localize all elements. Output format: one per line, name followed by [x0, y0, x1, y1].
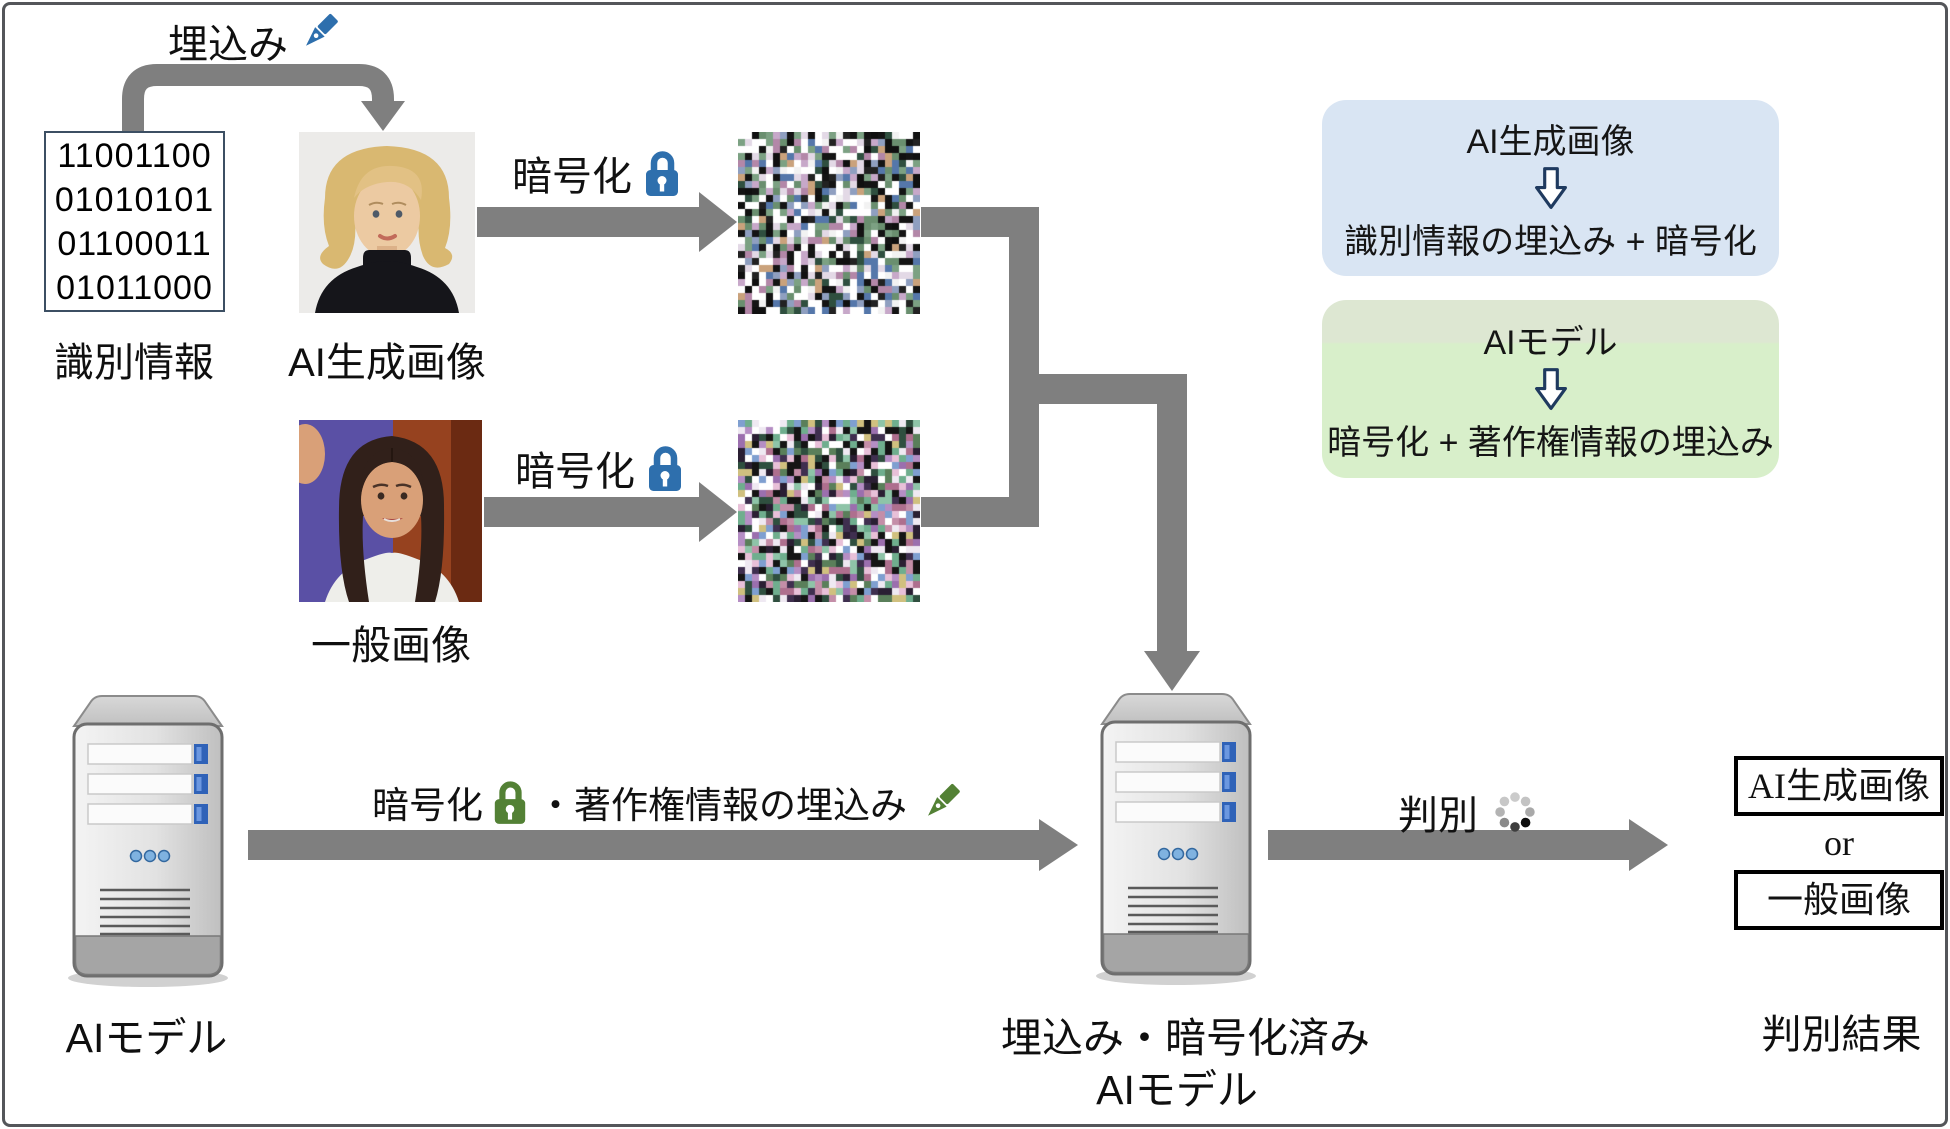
spinner-icon — [1490, 787, 1540, 837]
process-label: 暗号化 ・著作権情報の埋込み — [372, 776, 965, 828]
server-icon-ai-model — [62, 688, 234, 990]
ai-generated-photo — [299, 132, 475, 313]
embed-label: 埋込み — [168, 23, 288, 67]
judge-arrow — [1268, 819, 1668, 871]
id-info-box: 11001100 01010101 01100011 01011000 — [44, 131, 225, 312]
result-option-general-image: 一般画像 — [1734, 870, 1944, 930]
server-icon-embedded-model — [1090, 686, 1262, 988]
general-photo — [299, 420, 482, 602]
judge-label-text: 判別 — [1398, 794, 1478, 838]
judge-label: 判別 — [1398, 783, 1540, 841]
info-box-ai-model: AIモデル 暗号化 + 著作権情報の埋込み — [1322, 300, 1779, 478]
embedded-model-caption-line1: 埋込み・暗号化済み — [1001, 1015, 1370, 1061]
info-box-ai-image: AI生成画像 識別情報の埋込み + 暗号化 — [1322, 100, 1779, 276]
pen-icon-blue — [293, 4, 343, 60]
pen-icon-green — [915, 775, 965, 829]
lock-icon-blue — [645, 443, 685, 493]
encrypt-arrow-1 — [477, 192, 737, 252]
result-caption: 判別結果 — [1761, 1013, 1922, 1057]
info-box-ai-model-title: AIモデル — [1483, 323, 1618, 362]
lock-icon-blue — [642, 148, 682, 198]
embed-elbow-arrow — [122, 64, 405, 133]
encrypt-label-1-text: 暗号化 — [512, 155, 632, 199]
merge-connector — [921, 207, 1200, 691]
encrypt-label-1: 暗号化 — [512, 144, 682, 202]
hollow-down-arrow-icon — [1533, 367, 1569, 412]
binary-line: 01100011 — [57, 224, 212, 263]
binary-line: 11001100 — [57, 136, 212, 175]
lock-icon-green — [491, 778, 529, 826]
encrypt-label-2-text: 暗号化 — [515, 450, 635, 494]
encrypted-mosaic-2 — [738, 420, 920, 602]
encrypt-arrow-2 — [484, 482, 737, 542]
encrypt-label-2: 暗号化 — [515, 439, 685, 497]
process-label-prefix: 暗号化 — [372, 785, 483, 826]
process-label-suffix: ・著作権情報の埋込み — [537, 785, 907, 826]
encrypted-mosaic-1 — [738, 132, 920, 314]
embedded-model-caption-line2: AIモデル — [1096, 1067, 1258, 1113]
general-image-caption: 一般画像 — [311, 624, 471, 668]
info-box-ai-model-body: 暗号化 + 著作権情報の埋込み — [1327, 423, 1774, 462]
result-or-label: or — [1824, 823, 1854, 863]
result-option-ai-image: AI生成画像 — [1734, 756, 1944, 816]
ai-model-caption: AIモデル — [65, 1015, 228, 1061]
binary-line: 01011000 — [56, 268, 213, 307]
id-info-caption: 識別情報 — [54, 341, 214, 385]
info-box-ai-image-body: 識別情報の埋込み + 暗号化 — [1344, 222, 1757, 261]
info-box-ai-image-title: AI生成画像 — [1466, 122, 1635, 161]
binary-line: 01010101 — [54, 180, 215, 219]
hollow-down-arrow-icon — [1533, 166, 1569, 211]
model-process-arrow — [248, 819, 1078, 871]
ai-image-caption: AI生成画像 — [288, 341, 486, 385]
